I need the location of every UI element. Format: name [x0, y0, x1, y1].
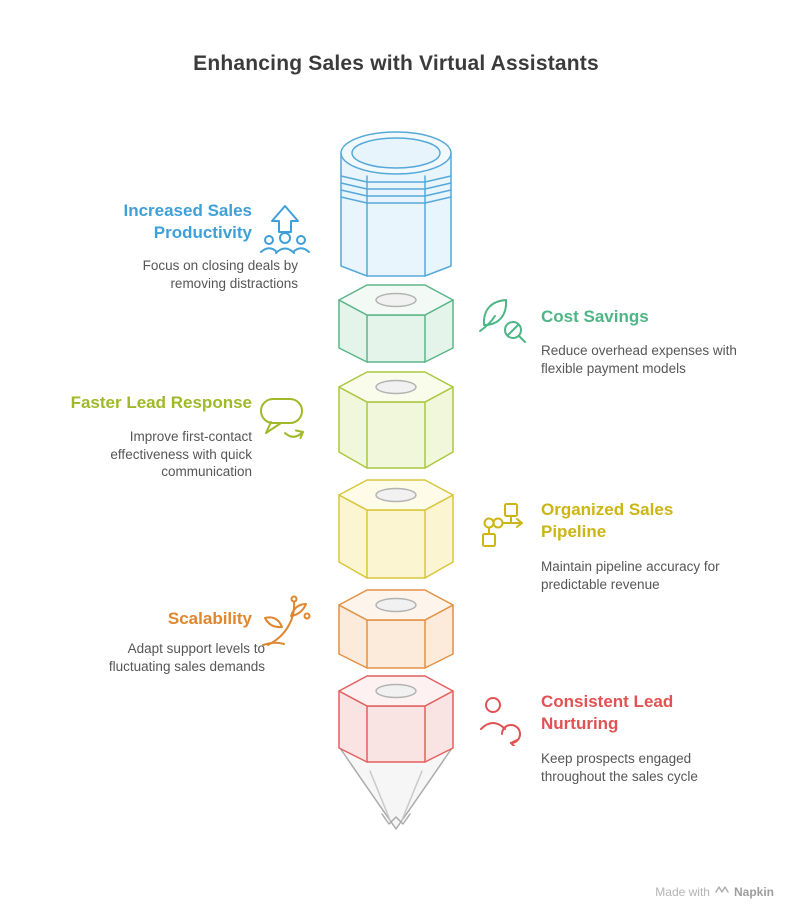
page-title: Enhancing Sales with Virtual Assistants	[193, 52, 599, 75]
body-scalability: Adapt support levels to fluctuating sale…	[108, 641, 265, 674]
body-faster-lead-response: Improve first-contact effectiveness with…	[110, 429, 252, 480]
heading-organized-sales-pipeline: Organized Sales Pipeline	[541, 500, 674, 542]
pencil-segment-consistent-lead-nurturing	[338, 675, 454, 763]
pencil-segment-organized-sales-pipeline	[338, 479, 454, 579]
pencil-segment-cap	[340, 131, 452, 277]
person-refresh-icon	[479, 694, 529, 746]
pipeline-nodes-icon	[481, 500, 533, 550]
pencil-segment-faster-lead-response	[338, 371, 454, 469]
napkin-logo-icon	[715, 884, 729, 899]
made-with-napkin-watermark[interactable]: Made with Napkin	[655, 884, 774, 899]
body-cost-savings: Reduce overhead expenses with flexible p…	[541, 343, 737, 376]
napkin-brand-label: Napkin	[733, 884, 774, 899]
leaf-magnifier-icon	[477, 297, 529, 347]
body-organized-sales-pipeline: Maintain pipeline accuracy for predictab…	[541, 559, 720, 592]
pencil-segment-scalability	[338, 589, 454, 669]
pencil-diagram	[330, 126, 462, 838]
body-increased-sales-productivity: Focus on closing deals by removing distr…	[142, 258, 298, 291]
heading-cost-savings: Cost Savings	[541, 307, 649, 326]
heading-faster-lead-response: Faster Lead Response	[70, 393, 252, 412]
growth-arrow-people-icon	[258, 204, 312, 256]
made-with-label: Made with	[655, 884, 710, 899]
pencil-segment-cost-savings	[338, 284, 454, 363]
sprout-icon	[260, 594, 312, 648]
body-consistent-lead-nurturing: Keep prospects engaged throughout the sa…	[541, 751, 698, 784]
speech-bubble-icon	[258, 396, 310, 444]
heading-increased-sales-productivity: Increased Sales Productivity	[123, 201, 252, 243]
heading-scalability: Scalability	[167, 609, 252, 628]
heading-consistent-lead-nurturing: Consistent Lead Nurturing	[541, 692, 674, 734]
